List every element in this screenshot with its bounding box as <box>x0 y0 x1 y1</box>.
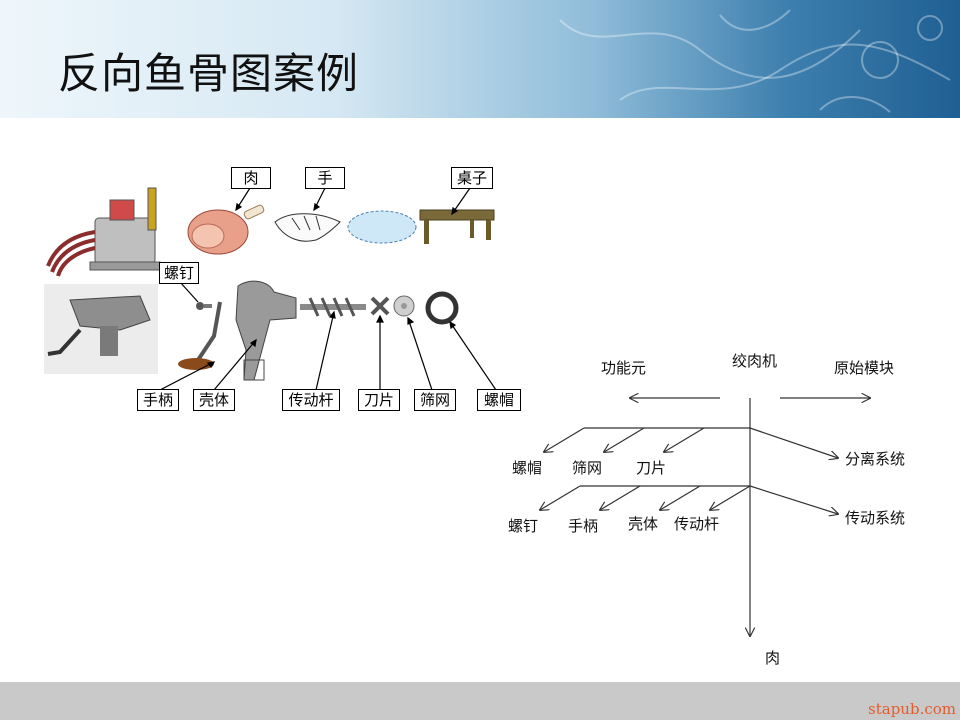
table-icon <box>419 209 495 244</box>
watermark-text: stapub.com <box>868 700 956 718</box>
upper-item-1: 螺帽 <box>512 459 542 477</box>
grinder-photo <box>44 284 158 374</box>
lower-item-3: 壳体 <box>628 515 658 533</box>
system-2-arrow <box>749 485 838 514</box>
root-label: 绞肉机 <box>732 352 777 370</box>
sieve-part-icon <box>393 295 415 317</box>
label-sieve: 筛网 <box>414 389 456 411</box>
lower-item-1: 螺钉 <box>508 517 538 535</box>
part-connector-arrows <box>159 187 497 391</box>
lower-item-2: 手柄 <box>568 517 598 535</box>
cloud-icon <box>347 210 417 244</box>
lower-item-4: 传动杆 <box>674 515 719 533</box>
left-arrow-label: 功能元 <box>601 359 646 377</box>
cartoon-grinder-icon <box>46 187 161 277</box>
label-blade: 刀片 <box>358 389 400 411</box>
label-hand: 手 <box>305 167 345 189</box>
shell-part-icon <box>235 280 297 381</box>
shaft-part-icon <box>300 297 366 317</box>
system-1-arrow <box>749 427 838 458</box>
right-arrow-label: 原始模块 <box>834 359 894 377</box>
system-2-label: 传动系统 <box>845 509 905 527</box>
label-screw: 螺钉 <box>159 262 199 284</box>
blade-part-icon <box>370 296 390 316</box>
label-cap: 螺帽 <box>477 389 521 411</box>
label-table: 桌子 <box>451 167 493 189</box>
upper-item-2: 筛网 <box>572 459 602 477</box>
upper-item-3: 刀片 <box>636 459 666 477</box>
label-shell: 壳体 <box>193 389 235 411</box>
header-banner <box>0 0 960 118</box>
system-1-label: 分离系统 <box>845 450 905 468</box>
cap-part-icon <box>425 291 459 325</box>
screw-part-icon <box>196 302 212 310</box>
ham-icon <box>187 204 265 255</box>
hand-icon <box>274 213 341 242</box>
page-title: 反向鱼骨图案例 <box>58 49 360 98</box>
label-handle: 手柄 <box>137 389 179 411</box>
label-shaft: 传动杆 <box>282 389 340 411</box>
footer-bar <box>0 682 960 720</box>
bottom-label: 肉 <box>765 649 780 667</box>
banner-swirl-decoration <box>559 9 951 113</box>
label-meat: 肉 <box>231 167 271 189</box>
